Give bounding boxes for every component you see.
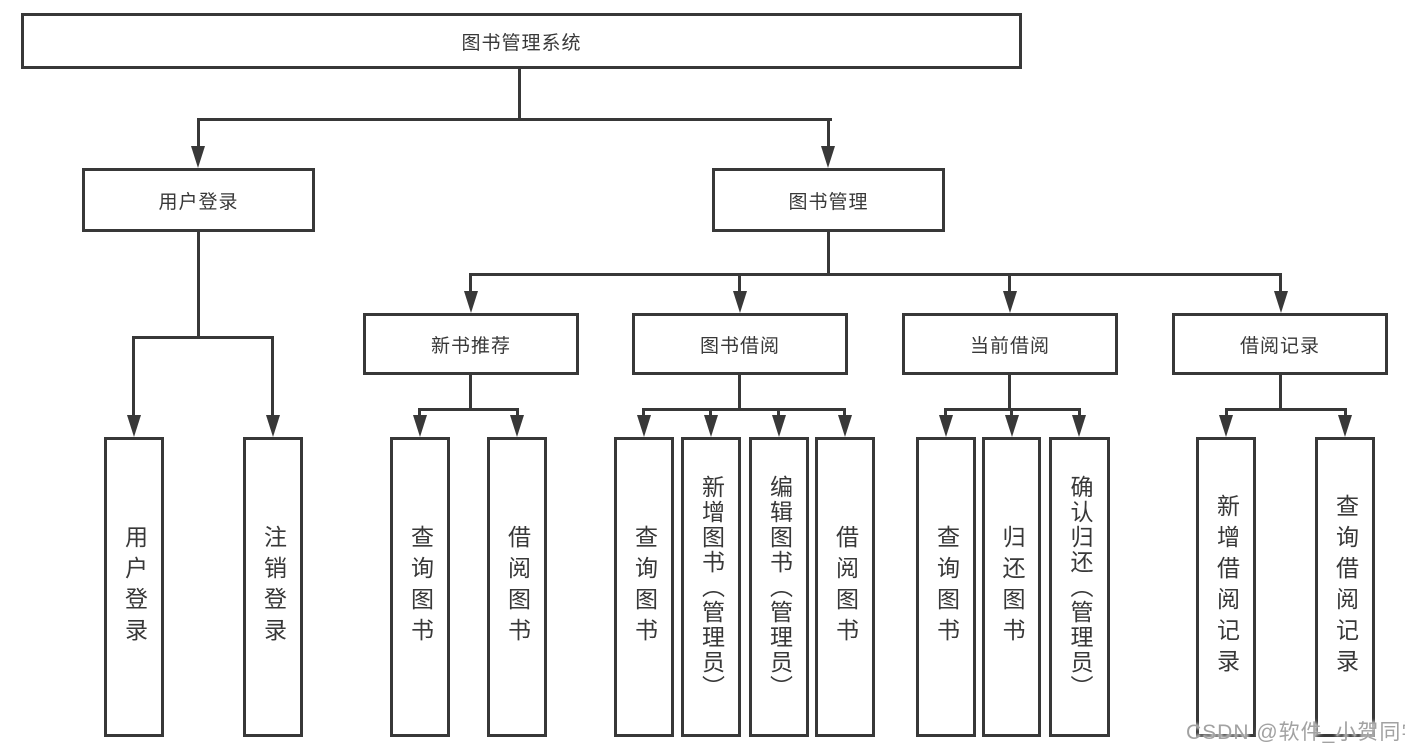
node-user-login: 用户登录 [82,168,315,232]
connector-drop-cb-return [1010,408,1013,418]
leaf-bookborrow-borrow-books-label: 借阅图书 [832,525,859,649]
arrowhead-bb-borrow [838,415,852,437]
leaf-records-add-record-label: 新增借阅记录 [1213,494,1240,680]
connector-root-branch-rail [197,118,832,121]
leaf-newbook-query-books: 查询图书 [390,437,450,737]
connector-drop-cb-confirm [1078,408,1081,418]
leaf-current-return-books-label: 归还图书 [999,525,1025,649]
connector-drop-bb-add [709,408,712,418]
connector-book-mgmt-stem [827,232,830,276]
leaf-current-confirm-return-admin: 确认归还（管理员） [1049,437,1110,737]
leaf-bookborrow-edit-books-admin: 编辑图书（管理员） [749,437,809,737]
leaf-newbook-query-books-label: 查询图书 [407,525,434,649]
connector-drop-nb-query [418,408,421,418]
arrowhead-leaf-logout [266,415,280,437]
arrowhead-cb-confirm [1072,415,1086,437]
connector-drop-cb-query [944,408,947,418]
leaf-newbook-borrow-books-label: 借阅图书 [504,525,531,649]
leaf-current-query-books-label: 查询图书 [933,525,960,649]
connector-new-book-rail [418,408,519,411]
arrowhead-rec-add [1219,415,1233,437]
connector-user-login-rail [132,336,274,339]
arrowhead-cb-return [1005,415,1019,437]
connector-drop-new-book [469,273,472,293]
connector-drop-leaf-logout [271,336,274,418]
node-root: 图书管理系统 [21,13,1022,69]
connector-drop-rec-query [1344,408,1347,418]
connector-drop-borrow-records [1279,273,1282,293]
connector-book-mgmt-rail [469,273,1282,276]
arrowhead-borrow-records [1274,291,1288,313]
arrowhead-book-borrow [733,291,747,313]
node-current-borrow: 当前借阅 [902,313,1118,375]
connector-borrow-records-rail [1225,408,1347,411]
arrowhead-rec-query [1338,415,1352,437]
node-borrow-records: 借阅记录 [1172,313,1388,375]
arrowhead-nb-borrow [510,415,524,437]
leaf-logout: 注销登录 [243,437,303,737]
connector-drop-bb-borrow [843,408,846,418]
arrowhead-leaf-login [127,415,141,437]
connector-new-book-stem [469,375,472,411]
connector-drop-bb-edit [777,408,780,418]
connector-drop-nb-borrow [516,408,519,418]
connector-drop-rec-add [1225,408,1228,418]
node-book-mgmt: 图书管理 [712,168,945,232]
arrowhead-cb-query [939,415,953,437]
leaf-bookborrow-add-books-admin-label: 新增图书（管理员） [698,474,725,700]
node-book-borrow: 图书借阅 [632,313,848,375]
leaf-records-query-record: 查询借阅记录 [1315,437,1375,737]
leaf-bookborrow-query-books-label: 查询图书 [631,525,658,649]
leaf-current-query-books: 查询图书 [916,437,976,737]
connector-current-borrow-stem [1008,375,1011,411]
arrowhead-nb-query [413,415,427,437]
leaf-newbook-borrow-books: 借阅图书 [487,437,547,737]
connector-drop-user-login [197,118,200,150]
connector-drop-bb-query [642,408,645,418]
connector-drop-book-borrow [738,273,741,293]
leaf-bookborrow-query-books: 查询图书 [614,437,674,737]
node-new-book-recommend: 新书推荐 [363,313,579,375]
watermark: CSDN @软件_小贺同学 [1186,721,1405,744]
arrowhead-bb-edit [772,415,786,437]
leaf-bookborrow-borrow-books: 借阅图书 [815,437,875,737]
leaf-user-login: 用户登录 [104,437,164,737]
connector-drop-book-mgmt [827,118,830,150]
connector-drop-leaf-login [132,336,135,418]
arrowhead-bb-add [704,415,718,437]
connector-borrow-records-stem [1279,375,1282,411]
arrowhead-current-borrow [1003,291,1017,313]
connector-book-borrow-rail [642,408,846,411]
arrowhead-book-mgmt [821,146,835,168]
connector-drop-current-borrow [1008,273,1011,293]
leaf-current-confirm-return-admin-label: 确认归还（管理员） [1067,474,1093,700]
connector-book-borrow-stem [738,375,741,411]
leaf-records-add-record: 新增借阅记录 [1196,437,1256,737]
leaf-user-login-label: 用户登录 [121,525,148,649]
connector-root-stem [518,68,521,121]
leaf-logout-label: 注销登录 [260,525,287,649]
arrowhead-user-login [191,146,205,168]
arrowhead-bb-query [637,415,651,437]
arrowhead-new-book [464,291,478,313]
leaf-bookborrow-add-books-admin: 新增图书（管理员） [681,437,741,737]
leaf-bookborrow-edit-books-admin-label: 编辑图书（管理员） [766,474,793,700]
leaf-current-return-books: 归还图书 [982,437,1041,737]
connector-user-login-stem [197,232,200,339]
leaf-records-query-record-label: 查询借阅记录 [1332,494,1359,680]
